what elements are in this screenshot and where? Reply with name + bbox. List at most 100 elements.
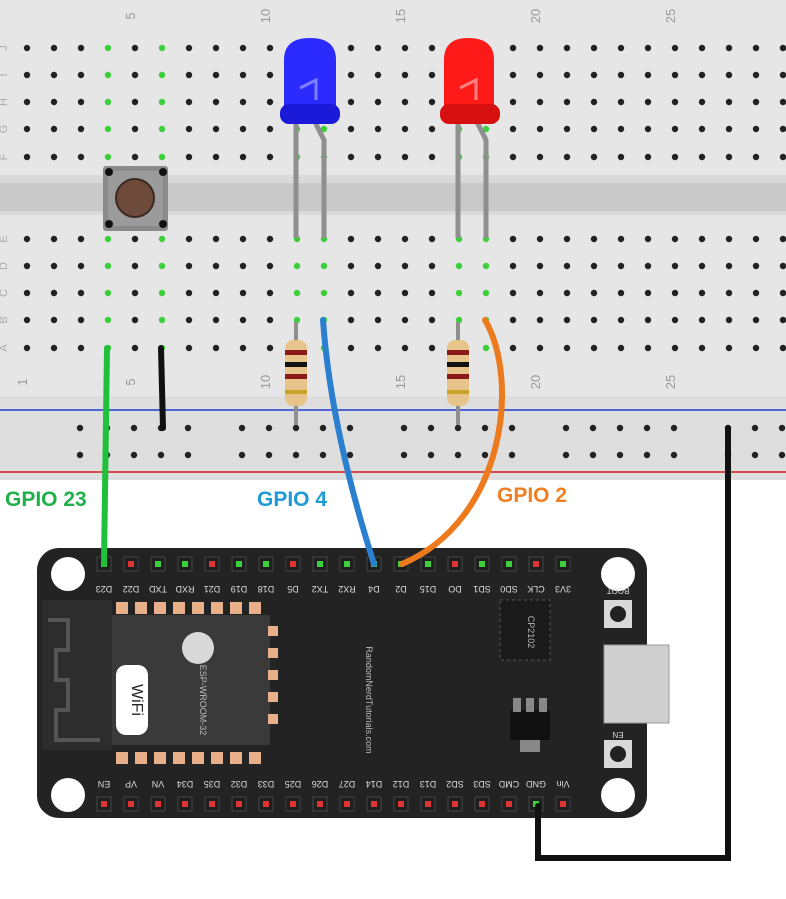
breadboard-hole [158, 316, 166, 324]
column-number: 25 [663, 9, 678, 23]
pin-label: EN [98, 779, 111, 789]
wire-gpio23 [101, 345, 110, 567]
breadboard-hole [617, 289, 625, 297]
breadboard-hole [131, 262, 139, 270]
pin-pad [371, 801, 377, 807]
breadboard-hole [671, 316, 679, 324]
gpio2-label: GPIO 2 [497, 484, 568, 507]
breadboard-hole [698, 71, 706, 79]
breadboard-hole [104, 289, 112, 297]
breadboard-top-half [0, 0, 786, 175]
breadboard-hole [185, 125, 193, 133]
breadboard-hole [725, 98, 733, 106]
breadboard-hole [698, 153, 706, 161]
breadboard-hole [77, 44, 85, 52]
breadboard-hole [347, 71, 355, 79]
breadboard-hole [374, 44, 382, 52]
breadboard-hole [428, 98, 436, 106]
pin-label: D19 [231, 584, 248, 594]
breadboard-hole [752, 344, 760, 352]
regulator [510, 710, 550, 740]
breadboard-hole [617, 153, 625, 161]
breadboard-hole [401, 316, 409, 324]
rail-hole [481, 424, 489, 432]
breadboard-hole [401, 235, 409, 243]
breadboard-hole [374, 344, 382, 352]
breadboard-hole [23, 344, 31, 352]
rail-hole [292, 451, 300, 459]
breadboard-hole [671, 44, 679, 52]
breadboard-hole [725, 344, 733, 352]
pushbutton [103, 166, 168, 231]
breadboard-hole [509, 44, 517, 52]
breadboard-hole [455, 289, 463, 297]
pin-label: GND [526, 779, 547, 789]
breadboard-hole [104, 71, 112, 79]
rail-hole [778, 424, 786, 432]
breadboard-hole [212, 44, 220, 52]
breadboard-hole [779, 235, 786, 243]
pin-pad [263, 561, 269, 567]
breadboard-hole [347, 44, 355, 52]
breadboard-hole [266, 125, 274, 133]
breadboard-hole [239, 153, 247, 161]
gpio4-label: GPIO 4 [257, 488, 328, 511]
column-number: 15 [393, 375, 408, 389]
breadboard-hole [536, 71, 544, 79]
column-number: 25 [663, 375, 678, 389]
breadboard-hole [509, 71, 517, 79]
breadboard-hole [266, 71, 274, 79]
pin-label: RXD [175, 584, 195, 594]
module-pad [116, 602, 128, 614]
wifi-logo-icon [116, 665, 148, 735]
breadboard-hole [590, 44, 598, 52]
breadboard-hole [347, 125, 355, 133]
breadboard-hole [698, 98, 706, 106]
breadboard-hole [779, 289, 786, 297]
breadboard-hole [725, 125, 733, 133]
breadboard-hole [212, 153, 220, 161]
rail-hole [562, 451, 570, 459]
module-label: ESP-WROOM-32 [198, 665, 208, 736]
breadboard-hole [158, 71, 166, 79]
breadboard-hole [698, 262, 706, 270]
breadboard-hole [590, 153, 598, 161]
breadboard-hole [104, 316, 112, 324]
breadboard-hole [23, 235, 31, 243]
pin-pad [479, 561, 485, 567]
breadboard-hole [428, 262, 436, 270]
breadboard-hole [536, 44, 544, 52]
breadboard-hole [536, 344, 544, 352]
breadboard-hole [239, 262, 247, 270]
breadboard-hole [536, 153, 544, 161]
pin-pad [128, 801, 134, 807]
pin-pad [236, 801, 242, 807]
pin-label: D26 [312, 779, 329, 789]
breadboard-hole [185, 98, 193, 106]
breadboard-hole [590, 344, 598, 352]
breadboard-hole [671, 262, 679, 270]
power-rail [0, 398, 786, 480]
rail-hole [751, 451, 759, 459]
breadboard-hole [401, 262, 409, 270]
column-number: 20 [528, 9, 543, 23]
module-pad [230, 602, 242, 614]
breadboard-hole [455, 262, 463, 270]
breadboard-hole [752, 125, 760, 133]
row-letter: A [0, 344, 10, 352]
chip-label: CP2102 [526, 616, 536, 649]
breadboard-hole [347, 98, 355, 106]
pin-label: D22 [123, 584, 140, 594]
breadboard-hole [428, 289, 436, 297]
pin-label: D13 [420, 779, 437, 789]
module-pad [268, 670, 278, 680]
breadboard-hole [698, 344, 706, 352]
breadboard-hole [752, 44, 760, 52]
breadboard-hole [617, 125, 625, 133]
pin-label: D2 [395, 584, 407, 594]
breadboard-hole [158, 262, 166, 270]
breadboard-hole [536, 289, 544, 297]
row-letter: H [0, 98, 10, 106]
pin-label: D27 [339, 779, 356, 789]
cp2102-chip [499, 599, 551, 661]
